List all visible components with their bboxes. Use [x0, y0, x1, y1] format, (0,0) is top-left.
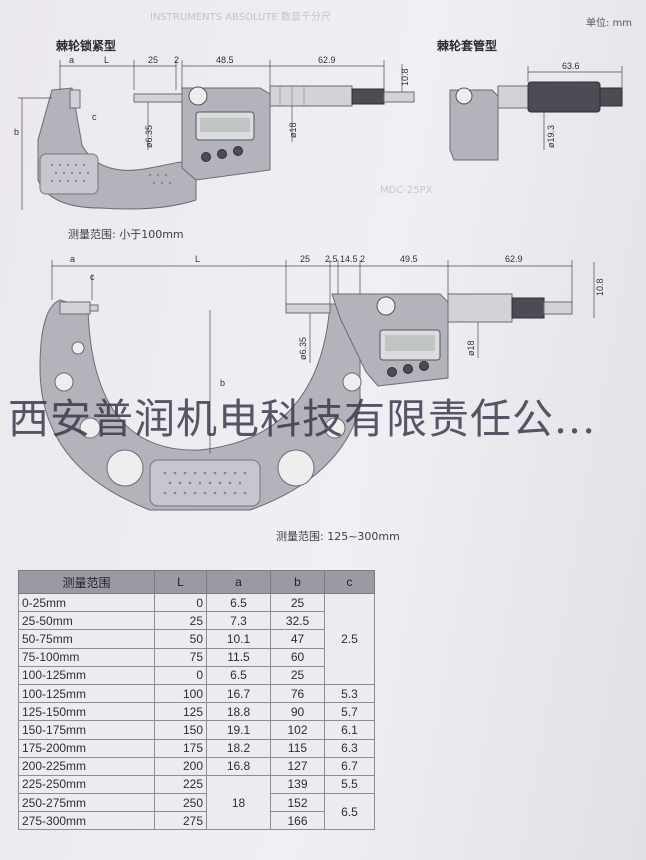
faint-background-text: INSTRUMENTS ABSOLUTE 数显千分尺 [150, 12, 331, 23]
dim-10-8: 10.8 [400, 68, 410, 86]
dim-b: b [14, 127, 19, 137]
dim-L: L [104, 55, 109, 65]
header-c: c [324, 570, 375, 594]
mid-dim-25: 25 [300, 254, 310, 264]
table-row: 75-100mm 75 11.5 60 [18, 647, 375, 667]
mid-dim-dia-18: ø18 [466, 340, 476, 356]
merged-c-bottom: 6.5 [324, 793, 375, 831]
mid-dim-a: a [70, 254, 75, 264]
ratchet-thimble-title: 棘轮套管型 [437, 39, 498, 53]
dim-c: c [92, 112, 97, 122]
table-row: 100-125mm 100 16.7 76 5.3 [18, 683, 375, 704]
dim-dia-19-3: ø19.3 [546, 125, 556, 148]
table-row: 200-225mm 200 16.8 127 6.7 [18, 756, 375, 776]
dim-a: a [69, 55, 74, 65]
table-row: 175-200mm 175 18.2 115 6.3 [18, 738, 375, 758]
mid-dim-dia-6-35: ø6.35 [298, 337, 308, 360]
mid-dim-62-9: 62.9 [505, 254, 523, 264]
table-row: 150-175mm 150 19.1 102 6.1 [18, 720, 375, 740]
mid-dim-14-5: 14.5 [340, 254, 358, 264]
header-a: a [206, 570, 271, 594]
dim-2: 2 [174, 55, 179, 65]
dim-63-6: 63.6 [562, 61, 580, 71]
table-row: 25-50mm 25 7.3 32.5 [18, 611, 375, 631]
header-range: 测量范围 [18, 570, 155, 594]
small-range-note: 测量范围: 小于100mm [68, 228, 184, 241]
mid-dim-10-8: 10.8 [595, 278, 605, 296]
mid-dim-2: 2 [360, 254, 365, 264]
mid-dim-c: c [90, 272, 95, 282]
faint-background-text-2: MDC-25PX [380, 185, 433, 196]
dim-62-9: 62.9 [318, 55, 336, 65]
dim-dia-18: ø18 [288, 122, 298, 138]
table-row: 275-300mm 275 166 [18, 811, 375, 831]
ratchet-lock-title: 棘轮锁紧型 [56, 39, 117, 53]
large-micrometer-drawing: a c L 25 2.5 14.5 2 49.5 62.9 10.8 ø6.35… [39, 254, 605, 511]
table-header-row: 测量范围 L a b c [18, 570, 375, 594]
mid-dim-2-5: 2.5 [325, 254, 338, 264]
dim-25: 25 [148, 55, 158, 65]
table-row: 225-250mm 225 18 139 5.5 [18, 774, 375, 831]
mid-dim-b: b [220, 378, 225, 388]
large-range-note: 测量范围: 125~300mm [276, 530, 400, 543]
thimble-type-drawing: 63.6 ø19.3 [449, 61, 623, 161]
merged-c-top: 2.5 [324, 593, 375, 685]
small-micrometer-drawing: a L c b 25 2 48.5 62.9 10.8 ø6.35 ø18 [14, 55, 415, 210]
spec-table: 测量范围 L a b c 0-25mm 0 6.5 25 2.5 25-50mm… [18, 570, 375, 831]
mid-dim-49-5: 49.5 [400, 254, 418, 264]
header-L: L [154, 570, 207, 594]
table-row: 125-150mm 125 18.8 90 5.7 [18, 702, 375, 722]
merged-a-bottom: 18 [206, 774, 271, 831]
unit-label: 单位: mm [585, 18, 632, 29]
dim-dia-6-35: ø6.35 [144, 125, 154, 148]
dim-48-5: 48.5 [216, 55, 234, 65]
table-row: 0-25mm 0 6.5 25 2.5 [18, 592, 375, 685]
table-row: 250-275mm 250 152 6.5 [18, 793, 375, 831]
header-b: b [270, 570, 325, 594]
table-row: 100-125mm 0 6.5 25 [18, 665, 375, 685]
company-watermark: 西安普润机电科技有限责任公... [8, 395, 597, 443]
table-row: 50-75mm 50 10.1 47 [18, 629, 375, 649]
mid-dim-L: L [195, 254, 200, 264]
